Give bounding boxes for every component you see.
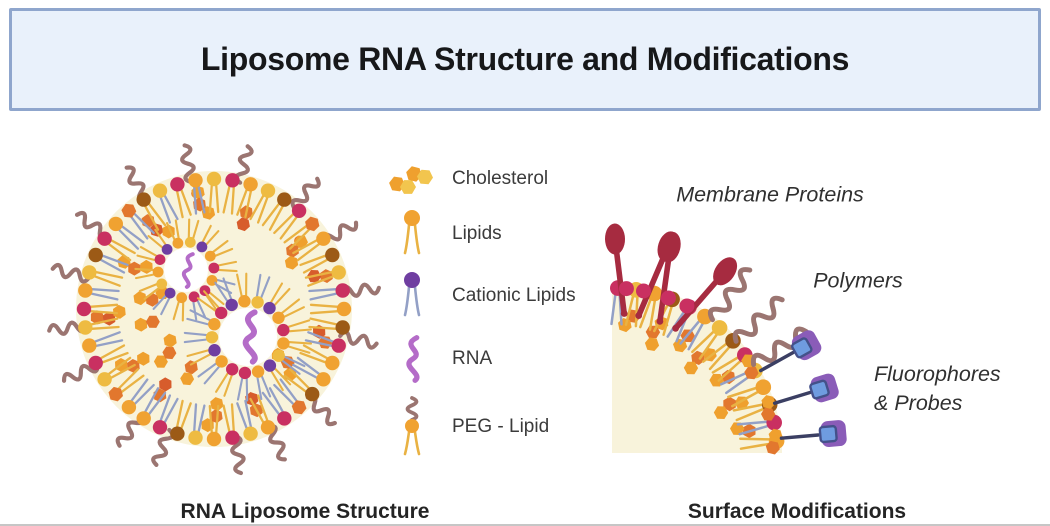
left-liposome-diagram [47, 143, 381, 476]
legend-item-cholesterol: Cholesterol [388, 147, 548, 211]
label-fluorophores-probes: Fluorophores & Probes [874, 360, 1001, 418]
legend-item-label: Cationic Lipids [452, 285, 576, 306]
label-membrane-proteins: Membrane Proteins [676, 182, 864, 207]
caption-surface-modifications: Surface Modifications [687, 500, 907, 523]
fluorophore-probe-icon [809, 373, 839, 403]
page-title: Liposome RNA Structure and Modifications [200, 41, 850, 77]
rna-vesicle [134, 218, 238, 322]
title-banner: Liposome RNA Structure and Modifications [9, 8, 1041, 111]
legend-item-label: Cholesterol [452, 168, 549, 189]
bottom-edge-line [0, 524, 1050, 526]
peg-lipid-icon [403, 396, 421, 456]
label-fluorophores-line1: Fluorophores [874, 362, 1001, 386]
label-polymers: Polymers [813, 268, 903, 293]
right-surface-diagram [604, 223, 847, 455]
fluorophore-probe-icon [791, 330, 822, 361]
legend-item-label: Lipids [452, 223, 502, 244]
legend-item-cationic-lipids: Cationic Lipids [388, 264, 576, 328]
legend-item-lipids: Lipids [388, 202, 502, 266]
rna-icon [406, 335, 420, 383]
rna-vesicle [183, 272, 313, 402]
legend-item-label: RNA [452, 348, 493, 369]
legend-item-peg-lipid: PEG - Lipid [388, 395, 549, 459]
lipid-icon [403, 210, 421, 255]
cholesterol-icon [389, 166, 433, 194]
cationic-lipid-icon [403, 272, 421, 317]
fluorophore-probe-icon [818, 420, 847, 448]
legend-item-label: PEG - Lipid [452, 416, 550, 437]
caption-rna-liposome-structure: RNA Liposome Structure [180, 500, 430, 523]
legend-item-rna: RNA [388, 327, 492, 391]
label-fluorophores-line2: & Probes [874, 391, 963, 415]
